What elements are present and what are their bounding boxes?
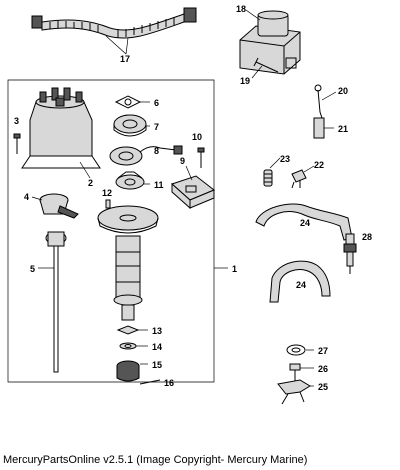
part-12-pin[interactable]: 12 [102,188,112,209]
callout-3: 3 [14,116,19,126]
part-19-coil-bolt[interactable]: 19 [240,57,279,86]
callout-27: 27 [318,346,328,356]
part-5-distributor-shaft[interactable]: 5 [30,231,67,373]
callout-8: 8 [154,146,159,156]
part-13-washer[interactable]: 13 [116,325,162,336]
callout-9: 9 [180,156,185,166]
callout-26: 26 [318,364,328,374]
callout-28: 28 [362,232,372,242]
part-3-cap-screw[interactable]: 3 [13,116,21,154]
part-9-ignition-module[interactable]: 9 [171,156,215,210]
part-28-spark-plug[interactable]: 28 [343,232,372,274]
part-2-distributor-cap[interactable]: 2 [21,87,101,188]
callout-1: 1 [232,264,237,274]
part-17-wiring-harness[interactable]: 17 [31,7,197,64]
distributor-housing[interactable] [97,205,159,321]
distributor-exploded-diagram: 17 18 19 1 2 3 [7,4,372,405]
part-18-ignition-coil[interactable]: 18 [236,4,301,75]
callout-17: 17 [120,54,130,64]
callout-23: 23 [280,154,290,164]
part-22-terminal[interactable]: 22 [291,160,324,189]
copyright-footer: MercuryPartsOnline v2.5.1 (Image Copyrig… [3,454,308,466]
part-23-boot[interactable]: 23 [263,154,290,187]
part-14-washer[interactable]: 14 [119,342,162,352]
callout-7: 7 [154,122,159,132]
part-27-washer[interactable]: 27 [286,344,328,356]
part-1-distributor-assembly[interactable]: 1 [214,264,237,274]
callout-10: 10 [192,132,202,142]
callout-18: 18 [236,4,246,14]
assembly-frame [7,79,215,383]
callout-21: 21 [338,124,348,134]
callout-16: 16 [164,378,174,388]
callout-4: 4 [24,192,29,202]
callout-5: 5 [30,264,35,274]
callout-19: 19 [240,76,250,86]
callout-24-lower: 24 [296,280,306,290]
callout-15: 15 [152,360,162,370]
part-7-pole-piece[interactable]: 7 [113,114,159,137]
callout-6: 6 [154,98,159,108]
part-15-drive-gear[interactable]: 15 [116,360,162,382]
callout-24-upper: 24 [300,218,310,228]
part-20-wire-lead[interactable]: 20 [314,84,348,119]
callout-12: 12 [102,188,112,198]
part-6-retainer[interactable]: 6 [114,95,159,109]
callout-22: 22 [314,160,324,170]
callout-20: 20 [338,86,348,96]
callout-25: 25 [318,382,328,392]
part-24-spark-plug-wire-upper[interactable]: 24 [255,203,353,241]
part-8-pickup-coil[interactable]: 8 [109,145,183,166]
callout-11: 11 [154,180,164,190]
part-10-module-screw[interactable]: 10 [192,132,205,168]
callout-2: 2 [88,178,93,188]
part-24-spark-plug-wire-lower[interactable]: 24 [269,260,331,303]
part-21-clip[interactable]: 21 [313,117,348,139]
part-11-shaft-support[interactable]: 11 [115,171,164,190]
callout-14: 14 [152,342,162,352]
part-16-roll-pin[interactable]: 16 [139,378,174,388]
callout-13: 13 [152,326,162,336]
part-25-hold-down-clamp[interactable]: 25 [277,379,328,405]
part-4-rotor[interactable]: 4 [24,192,79,219]
